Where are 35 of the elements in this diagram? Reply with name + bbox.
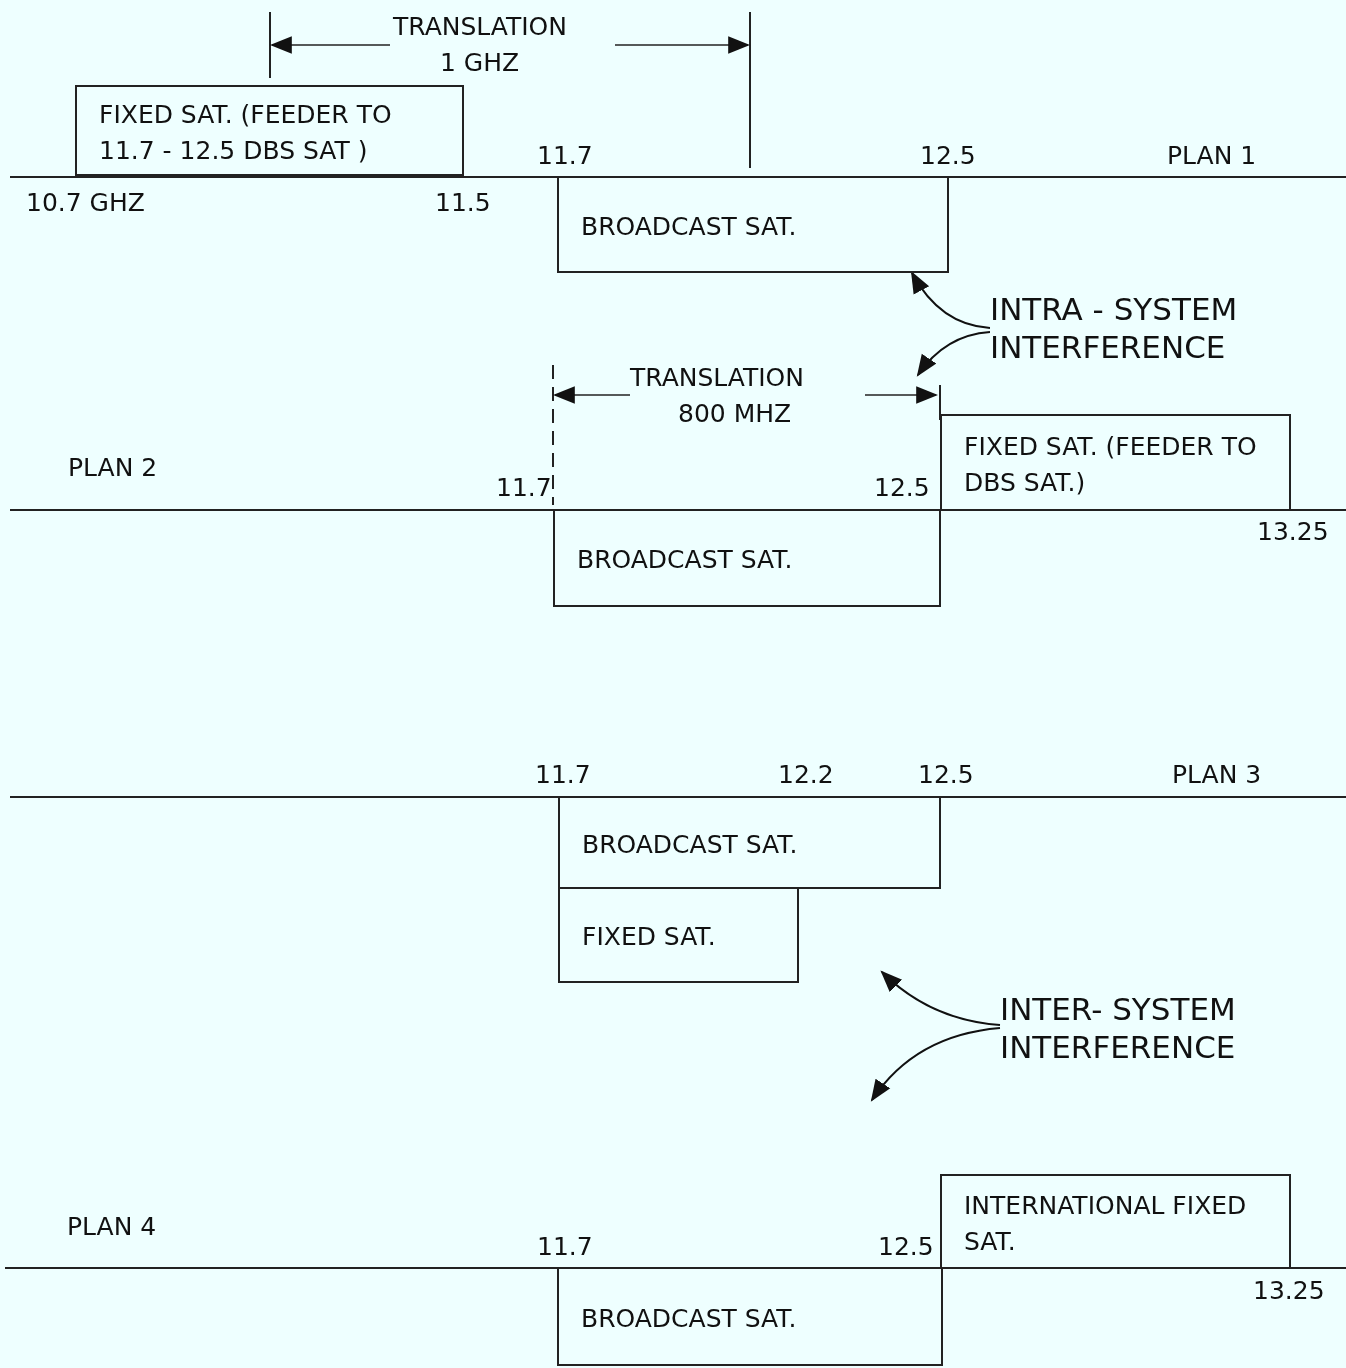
plan-label: PLAN 4 <box>67 1212 157 1242</box>
plan-label: PLAN 1 <box>1167 141 1257 171</box>
frequency-label: 11.7 <box>535 760 591 790</box>
curved-arrow <box>916 331 991 377</box>
dimension-label: TRANSLATION <box>393 12 567 42</box>
frequency-label: 11.7 <box>537 1232 593 1262</box>
curved-arrow <box>870 1027 1001 1102</box>
dimension-label: 1 GHZ <box>440 48 520 78</box>
frequency-band-box: FIXED SAT. (FEEDER TO DBS SAT.) <box>940 414 1291 511</box>
frequency-label: 12.5 <box>874 473 930 503</box>
frequency-band-box: INTERNATIONAL FIXED SAT. <box>940 1174 1291 1269</box>
curved-arrow <box>910 271 991 329</box>
frequency-band-box: BROADCAST SAT. <box>558 796 941 889</box>
plan-label: PLAN 2 <box>68 453 158 483</box>
curved-arrow <box>880 970 1001 1026</box>
frequency-label: 13.25 <box>1253 1276 1325 1306</box>
frequency-band-box: BROADCAST SAT. <box>553 509 941 607</box>
frequency-label: 13.25 <box>1257 517 1329 547</box>
plan-label: PLAN 3 <box>1172 760 1262 790</box>
frequency-band-box: BROADCAST SAT. <box>557 1267 943 1366</box>
frequency-band-box: BROADCAST SAT. <box>557 176 949 273</box>
frequency-label: 12.2 <box>778 760 834 790</box>
dimension-label: 800 MHZ <box>678 399 792 429</box>
frequency-label: 12.5 <box>878 1232 934 1262</box>
frequency-band-box: FIXED SAT. <box>558 887 799 983</box>
frequency-label: 12.5 <box>918 760 974 790</box>
frequency-label: 11.7 <box>496 473 552 503</box>
frequency-label: 11.5 <box>435 188 491 218</box>
annotation-text: INTER- SYSTEM INTERFERENCE <box>1000 990 1320 1070</box>
frequency-band-box: FIXED SAT. (FEEDER TO 11.7 - 12.5 DBS SAT ) <box>75 85 464 176</box>
frequency-label: 12.5 <box>920 141 976 171</box>
frequency-label: 11.7 <box>537 141 593 171</box>
dimension-label: TRANSLATION <box>630 363 804 393</box>
frequency-label: 10.7 GHZ <box>26 188 145 218</box>
annotation-text: INTRA - SYSTEM INTERFERENCE <box>990 290 1310 370</box>
